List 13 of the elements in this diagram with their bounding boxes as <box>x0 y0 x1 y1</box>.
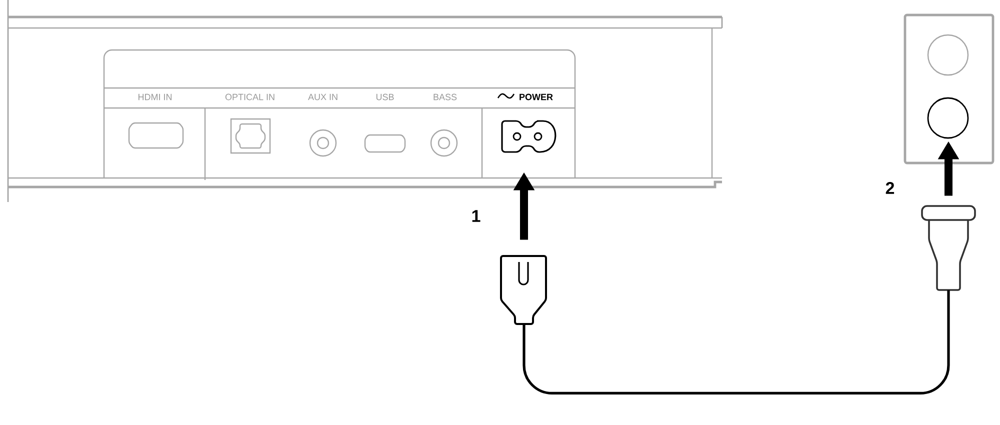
power-inlet <box>501 120 556 153</box>
port-label: POWER <box>520 94 553 100</box>
port-label: USB <box>376 94 394 100</box>
port-label: BASS <box>434 94 457 100</box>
port-label: HDMI IN <box>138 94 172 100</box>
wall-plug <box>921 205 976 291</box>
port-label: AUX IN <box>308 94 338 100</box>
step-number: 1 <box>472 210 480 222</box>
power-plug <box>500 255 547 325</box>
port-label: OPTICAL IN <box>225 94 274 100</box>
step-number: 2 <box>886 182 894 194</box>
wall-socket <box>927 97 969 139</box>
power-cable <box>522 290 950 394</box>
